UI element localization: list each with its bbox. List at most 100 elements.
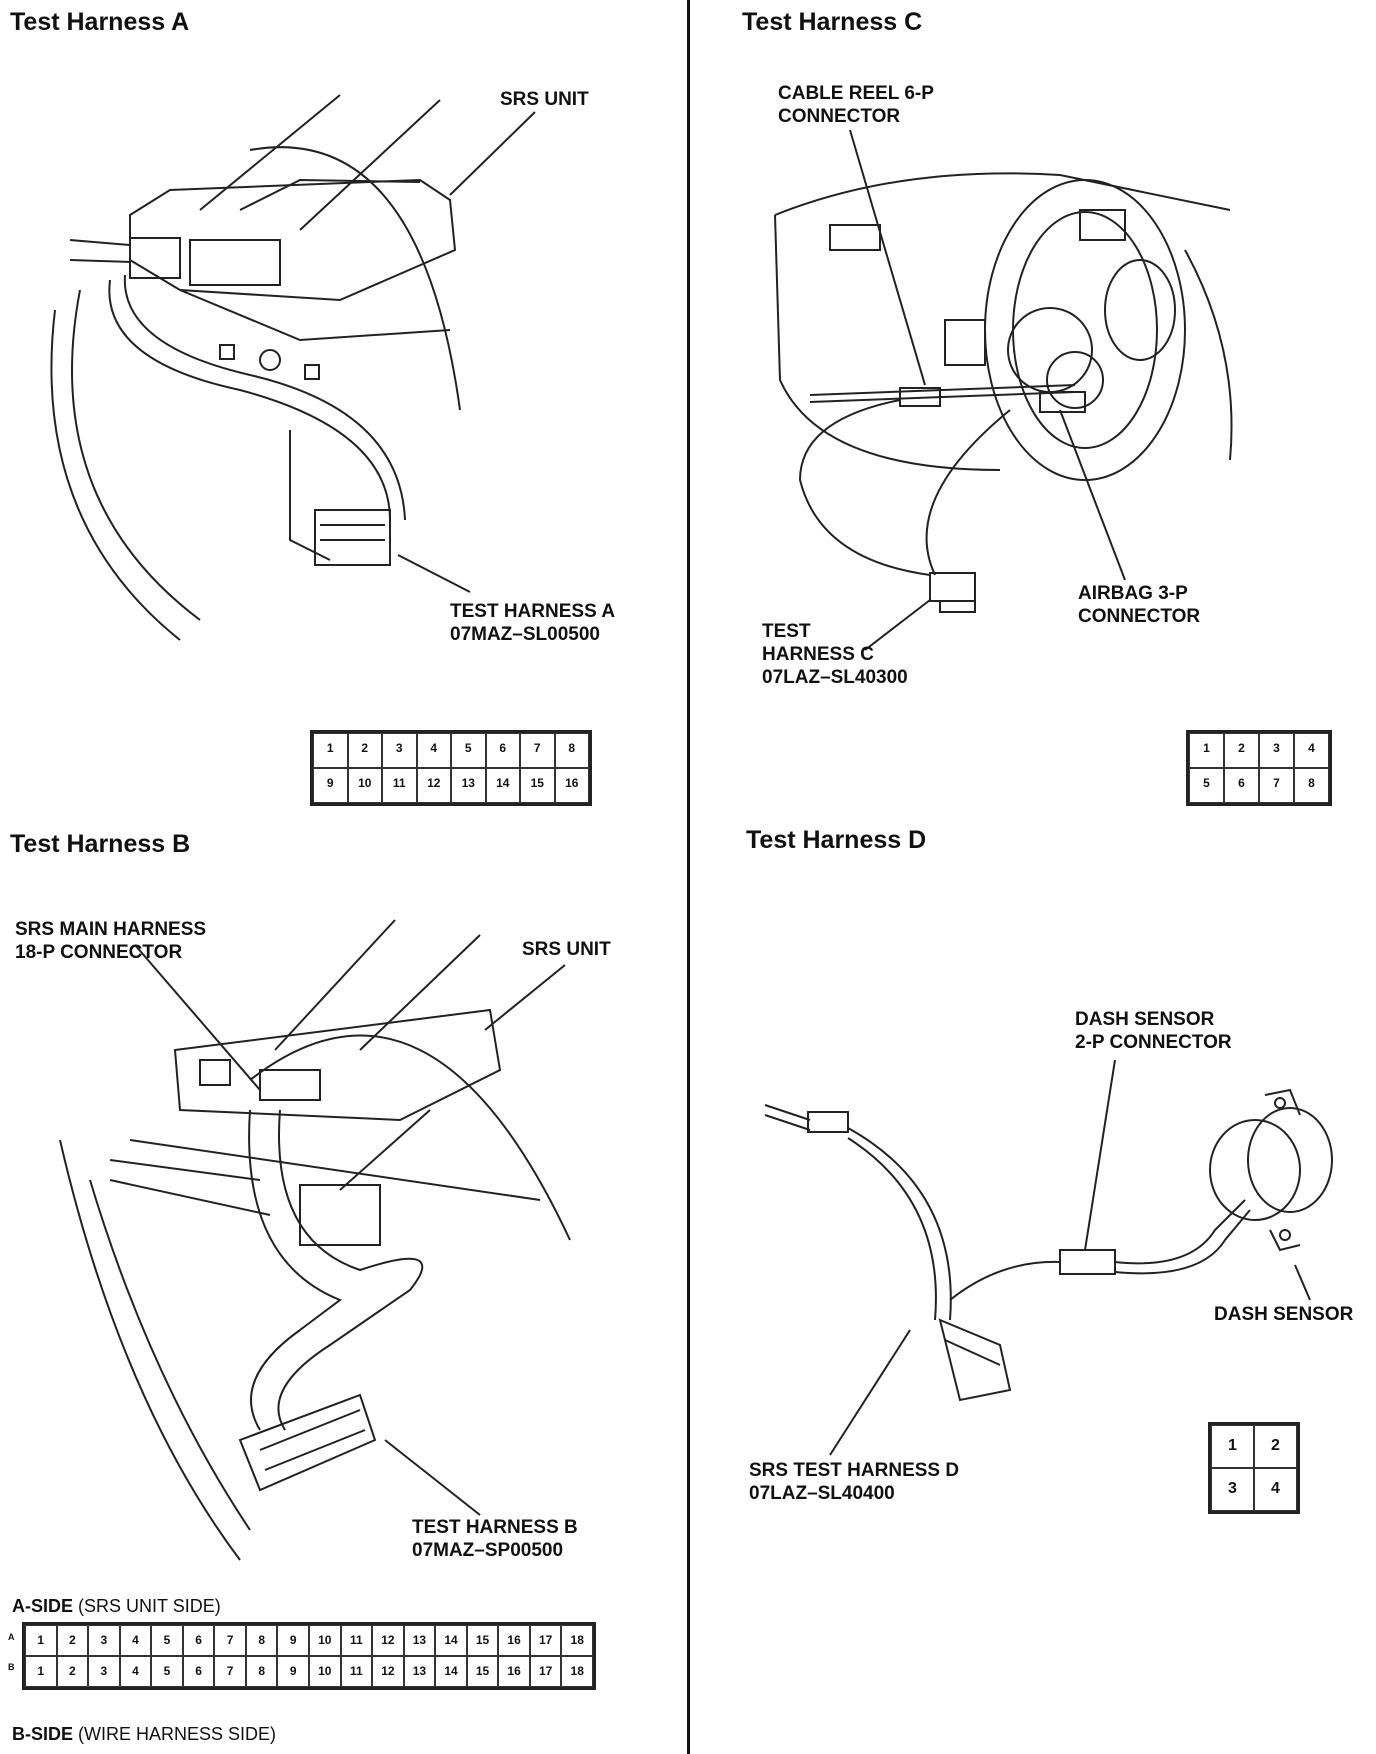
- a-side-description: (SRS UNIT SIDE): [73, 1596, 221, 1616]
- harness-c-pin: 5: [1189, 768, 1224, 803]
- a-side-title: A-SIDE: [12, 1596, 74, 1616]
- harness-b-pin: 12: [372, 1625, 404, 1656]
- harness-d-dash-sensor-label: DASH SENSOR: [1214, 1304, 1354, 1325]
- harness-a-srs-unit-label: SRS UNIT: [500, 89, 589, 110]
- harness-a-pin: 10: [347, 768, 382, 803]
- harness-c-pin: 1: [1189, 733, 1224, 768]
- harness-a-pin: 14: [485, 768, 520, 803]
- harness-b-pin: 14: [435, 1625, 467, 1656]
- b-side-label: B-SIDE (WIRE HARNESS SIDE): [12, 1724, 276, 1745]
- harness-a-heading: Test Harness A: [10, 8, 190, 36]
- harness-a-pin: 5: [451, 733, 486, 768]
- harness-a-pin: 4: [416, 733, 451, 768]
- harness-a-pin: 16: [554, 768, 589, 803]
- harness-d-pin: 3: [1211, 1468, 1254, 1511]
- harness-b-main-harness-name: SRS MAIN HARNESS: [15, 919, 207, 940]
- harness-a-pin: 3: [382, 733, 417, 768]
- harness-a-pin: 8: [554, 733, 589, 768]
- harness-a-pin: 9: [313, 768, 348, 803]
- harness-c-pin: 7: [1259, 768, 1294, 803]
- harness-b-pin: 13: [403, 1656, 436, 1687]
- harness-b-pin: 17: [529, 1656, 562, 1687]
- harness-d-pin: 2: [1254, 1425, 1297, 1468]
- harness-c-part-number: 07LAZ–SL40300: [762, 667, 908, 688]
- harness-b-pin: 18: [561, 1625, 593, 1656]
- row-a-label: A: [8, 1632, 15, 1642]
- harness-b-pin: 7: [214, 1656, 246, 1687]
- harness-d-pin: 4: [1254, 1468, 1297, 1511]
- harness-c-part-label: TEST HARNESS C 07LAZ–SL40300: [762, 620, 908, 689]
- harness-b-main-harness-label: SRS MAIN HARNESS 18-P CONNECTOR: [15, 918, 206, 964]
- harness-b-pin: 16: [498, 1625, 530, 1656]
- harness-b-pin: 2: [56, 1625, 89, 1656]
- harness-a-part-label: TEST HARNESS A 07MAZ–SL00500: [450, 600, 615, 646]
- harness-d-part-label: SRS TEST HARNESS D 07LAZ–SL40400: [749, 1459, 959, 1505]
- dash-connector-type: 2-P CONNECTOR: [1075, 1032, 1232, 1053]
- harness-b-pin: 3: [88, 1656, 120, 1687]
- harness-a-pin: 12: [416, 768, 451, 803]
- harness-d-pin: 1: [1211, 1425, 1254, 1468]
- harness-c-pin: 4: [1294, 733, 1329, 768]
- harness-c-pin: 3: [1259, 733, 1294, 768]
- harness-b-pin: 15: [466, 1656, 499, 1687]
- harness-c-airbag-label: AIRBAG 3-P CONNECTOR: [1078, 582, 1200, 628]
- airbag-connector-name: AIRBAG 3-P: [1078, 583, 1188, 604]
- harness-b-pin: 4: [119, 1656, 152, 1687]
- harness-b-pin: 1: [25, 1656, 57, 1687]
- b-side-description: (WIRE HARNESS SIDE): [73, 1724, 277, 1744]
- harness-b-part-label: TEST HARNESS B 07MAZ–SP00500: [412, 1516, 578, 1562]
- harness-d-heading: Test Harness D: [746, 826, 927, 854]
- harness-b-pin: 11: [340, 1625, 373, 1656]
- a-side-label: A-SIDE (SRS UNIT SIDE): [12, 1596, 221, 1617]
- harness-b-pin: 14: [435, 1656, 467, 1687]
- harness-b-pin: 16: [498, 1656, 530, 1687]
- harness-a-pin: 15: [520, 768, 555, 803]
- harness-a-pin: 2: [347, 733, 382, 768]
- harness-b-pin: 10: [308, 1625, 341, 1656]
- harness-b-pin: 8: [245, 1656, 278, 1687]
- harness-b-pin: 10: [308, 1656, 341, 1687]
- b-side-title: B-SIDE: [12, 1724, 74, 1744]
- harness-b-part-number: 07MAZ–SP00500: [412, 1540, 564, 1561]
- row-b-label: B: [8, 1662, 15, 1672]
- cable-reel-name: CABLE REEL 6-P: [778, 83, 934, 104]
- harness-a-pin: 1: [313, 733, 348, 768]
- harness-c-illustration: [774, 172, 1233, 613]
- harness-a-pin: 13: [451, 768, 486, 803]
- harness-a-pin: 11: [382, 768, 417, 803]
- harness-a-part-name: TEST HARNESS A: [450, 601, 616, 622]
- harness-b-pin: 11: [340, 1656, 373, 1687]
- harness-b-pin: 5: [151, 1656, 183, 1687]
- harness-a-part-number: 07MAZ–SL00500: [450, 624, 600, 645]
- harness-b-pin: 8: [245, 1625, 278, 1656]
- harness-b-pin: 9: [277, 1656, 309, 1687]
- harness-c-part-name-line2: HARNESS C: [762, 644, 874, 665]
- harness-b-pin: 2: [56, 1656, 89, 1687]
- harness-c-pin: 2: [1224, 733, 1259, 768]
- leader-lines: [134, 111, 1311, 1516]
- harness-a-illustration: [50, 94, 461, 641]
- harness-c-pin: 6: [1224, 768, 1259, 803]
- harness-b-part-name: TEST HARNESS B: [412, 1517, 578, 1538]
- harness-b-pin: 6: [182, 1625, 215, 1656]
- harness-c-pin: 8: [1294, 768, 1329, 803]
- harness-c-part-name-line1: TEST: [762, 621, 811, 642]
- harness-b-heading: Test Harness B: [10, 830, 191, 858]
- harness-d-illustration: [764, 1088, 1333, 1402]
- harness-d-part-name: SRS TEST HARNESS D: [749, 1460, 960, 1481]
- harness-b-pin: 6: [182, 1656, 215, 1687]
- cable-reel-connector: CONNECTOR: [778, 106, 901, 127]
- harness-b-illustration: [59, 919, 571, 1561]
- harness-b-srs-unit-label: SRS UNIT: [522, 939, 611, 960]
- harness-b-pin: 5: [151, 1625, 183, 1656]
- harness-d-dash-connector-label: DASH SENSOR 2-P CONNECTOR: [1075, 1008, 1232, 1054]
- harness-b-pin: 17: [529, 1625, 562, 1656]
- harness-d-part-number: 07LAZ–SL40400: [749, 1483, 895, 1504]
- harness-b-pin: 15: [466, 1625, 499, 1656]
- harness-a-pin: 6: [485, 733, 520, 768]
